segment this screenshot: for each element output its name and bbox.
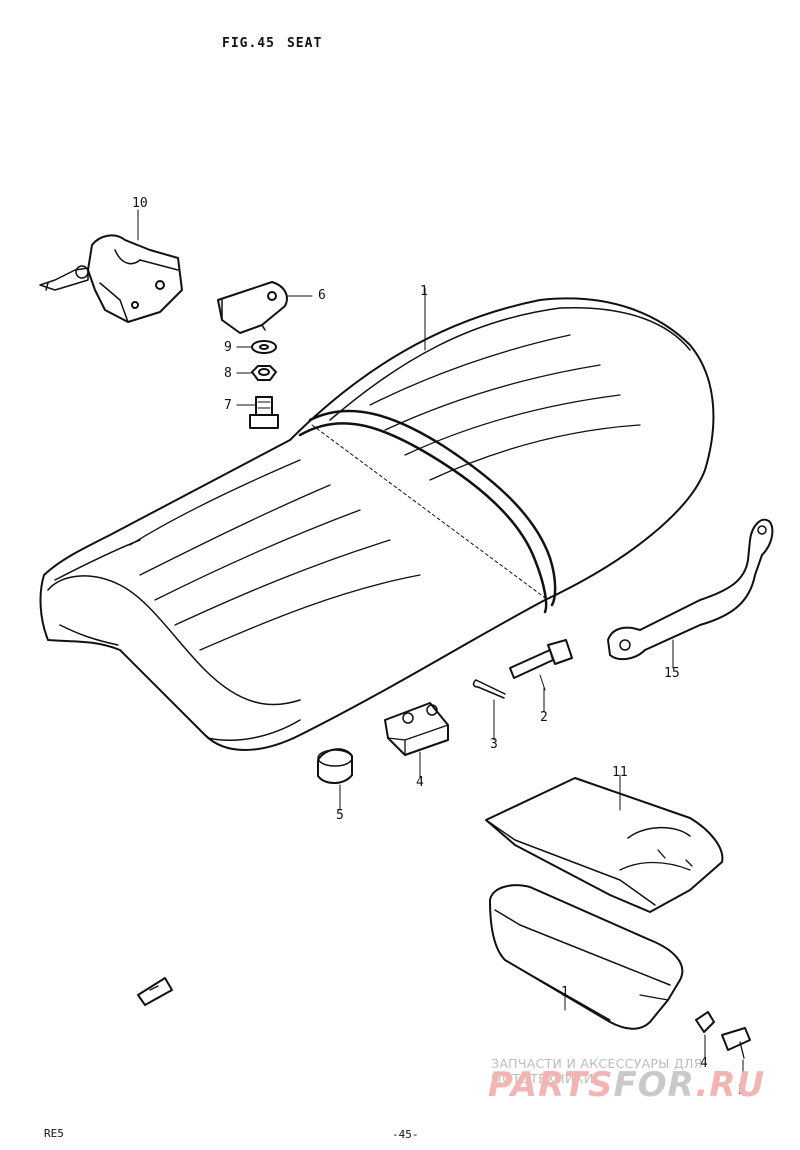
footer-page: -45-	[392, 1128, 419, 1141]
callout-4: 4	[416, 775, 424, 790]
watermark-brand: PARTSFOR.RU	[488, 1065, 765, 1105]
callout-15: 15	[664, 666, 680, 681]
callout-7: 7	[224, 398, 232, 413]
watermark-brand-ru: .RU	[695, 1065, 766, 1105]
callout-5: 5	[336, 808, 344, 823]
callout-11: 11	[612, 765, 628, 780]
tag-part	[137, 977, 173, 1006]
callout-8: 8	[224, 366, 232, 381]
callout-3-lower: 3	[738, 1083, 746, 1098]
clip-part-4-lower	[695, 1011, 715, 1033]
screw-part-3-lower	[721, 1027, 751, 1059]
bracket-part-6	[217, 281, 288, 334]
watermark-brand-parts: PARTS	[488, 1065, 614, 1105]
callout-3: 3	[490, 737, 498, 752]
callout-9: 9	[224, 340, 232, 355]
watermark-tagline: ЗАПЧАСТИ И АКСЕССУАРЫ ДЛЯ МОТОТЕХНИКИ	[491, 1056, 703, 1086]
watermark-brand-for: FOR	[613, 1065, 696, 1105]
callout-10: 10	[132, 196, 148, 211]
callout-6: 6	[318, 288, 326, 303]
bolt-part-2	[509, 639, 573, 691]
callout-1: 1	[420, 284, 428, 299]
pin-part-3	[472, 679, 506, 699]
stay-part-15	[607, 518, 774, 661]
footer-code: RE5	[44, 1127, 64, 1140]
block-part-4	[384, 702, 449, 756]
tray-part-11	[485, 777, 724, 913]
callout-2: 2	[540, 710, 548, 725]
figure-number: FIG.45	[222, 36, 275, 51]
callout-4-lower: 4	[700, 1056, 708, 1071]
seat-lock-part-10	[39, 234, 183, 323]
seat-part-1	[39, 297, 715, 751]
leader-lines	[137, 209, 744, 1086]
figure-name: SEAT	[286, 36, 323, 51]
tool-case-part-1	[489, 884, 684, 1030]
nut-part-8	[251, 365, 277, 381]
bolt-part-7	[249, 396, 279, 429]
callout-1-lower: 1	[561, 985, 569, 1000]
cushion-part-5	[317, 748, 353, 784]
figure-title: FIG.45 SEAT	[222, 36, 334, 51]
washer-part-9	[251, 340, 277, 354]
